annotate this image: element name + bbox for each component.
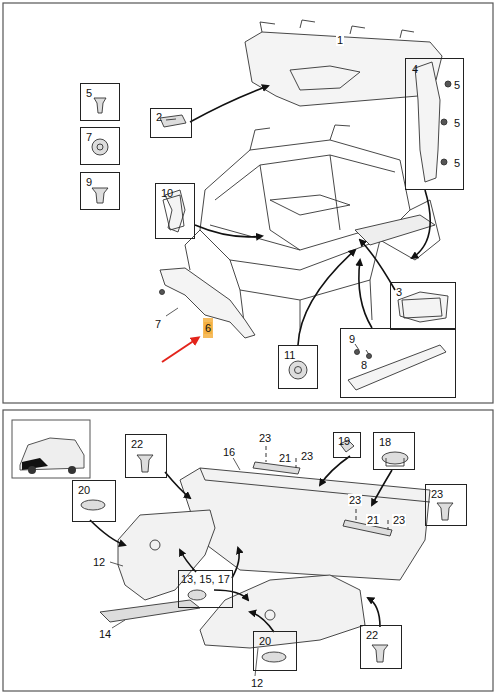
callout-number: 12 xyxy=(250,677,264,689)
callout-box: 2 xyxy=(150,108,192,138)
callout-box: 22 xyxy=(360,625,402,669)
callout-number: 22 xyxy=(366,629,378,641)
callout-number: 22 xyxy=(131,438,143,450)
callout-number: 7 xyxy=(154,318,162,330)
callout-number: 20 xyxy=(259,635,271,647)
callout-box: 4 5 5 5 xyxy=(405,58,464,190)
callout-number: 18 xyxy=(379,436,391,448)
callout-number: 1 xyxy=(336,34,344,46)
callout-number: 23 xyxy=(258,432,272,444)
callout-number: 21 xyxy=(366,514,380,526)
callout-box: 22 xyxy=(125,434,167,478)
callout-number: 13, 15, 17 xyxy=(181,573,230,585)
callout-box: 11 xyxy=(278,345,318,389)
callout-number: 12 xyxy=(92,556,106,568)
callout-number: 23 xyxy=(431,488,443,500)
callout-box: 10 xyxy=(155,183,195,239)
callout-box: 18 xyxy=(373,432,415,470)
callout-box: 13, 15, 17 xyxy=(178,570,233,608)
callout-number: 7 xyxy=(86,131,92,143)
callout-number: 4 xyxy=(412,63,418,75)
callout-number: 3 xyxy=(396,286,402,298)
callout-box: 23 xyxy=(425,484,467,526)
callout-box: 5 xyxy=(80,83,120,121)
callout-number: 23 xyxy=(300,450,314,462)
callout-box: 98 xyxy=(340,328,456,398)
callout-box: 7 xyxy=(80,127,120,165)
callout-box: 20 xyxy=(253,631,297,671)
callout-number: 5 xyxy=(454,117,460,129)
callout-number: 5 xyxy=(454,79,460,91)
callout-number: 20 xyxy=(78,484,90,496)
callout-box: 9 xyxy=(80,172,120,210)
callout-number: 5 xyxy=(86,87,92,99)
callout-number: 23 xyxy=(348,494,362,506)
callout-box: 19 xyxy=(333,432,361,458)
callout-number: 9 xyxy=(86,176,92,188)
callout-number: 6 xyxy=(204,322,212,334)
callout-number: 21 xyxy=(278,452,292,464)
callout-number: 23 xyxy=(392,514,406,526)
callout-box: 20 xyxy=(72,480,116,522)
callout-number: 5 xyxy=(454,157,460,169)
callout-number: 8 xyxy=(361,359,367,371)
callout-number: 11 xyxy=(284,349,295,361)
callout-number: 19 xyxy=(338,435,350,447)
callout-number: 14 xyxy=(98,628,112,640)
callout-number: 2 xyxy=(156,111,162,123)
callout-box: 3 xyxy=(390,282,456,330)
callout-number: 9 xyxy=(349,333,355,345)
callout-number: 10 xyxy=(161,187,173,199)
callout-number: 16 xyxy=(222,446,236,458)
